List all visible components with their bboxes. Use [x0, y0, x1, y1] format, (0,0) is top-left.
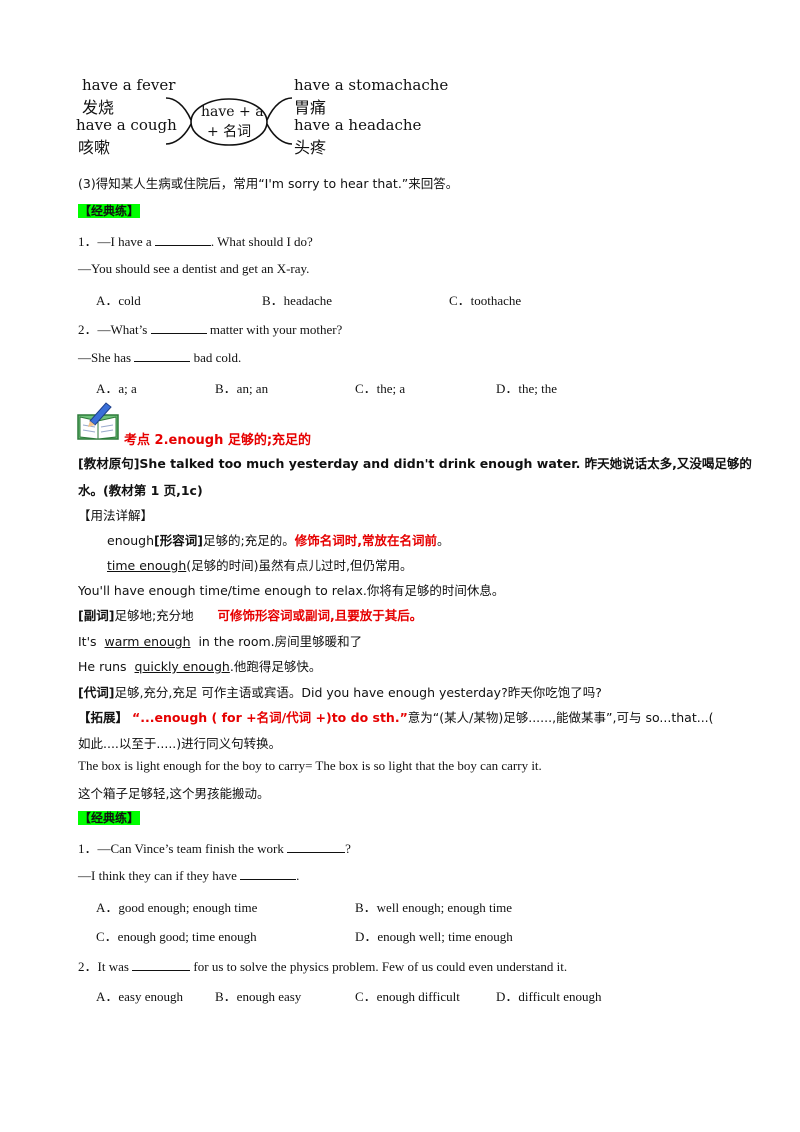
q1-line2: —You should see a dentist and get an X-r…	[78, 261, 310, 276]
q3-option-c: C．enough good; time enough	[96, 929, 257, 944]
q2-option-c: C．the; a	[355, 381, 406, 396]
book-pencil-icon	[76, 401, 122, 441]
q2-option-d: D．the; the	[496, 381, 558, 396]
extension-line-1: 【拓展】 “...enough ( for +名词/代词 +)to do sth…	[78, 710, 714, 725]
q1-blank	[154, 233, 211, 246]
usage-label: 【用法详解】	[78, 508, 154, 523]
q3-line2: —I think they can if they have .	[78, 867, 300, 883]
q3-option-d: D．enough well; time enough	[355, 929, 513, 944]
pronoun-usage: [代词]足够,充分,充足 可作主语或宾语。Did you have enough…	[78, 685, 602, 700]
example-3: He runs quickly enough.他跑得足够快。	[78, 659, 322, 674]
source-line-1: [教材原句]She talked too much yesterday and …	[78, 456, 752, 471]
extension-line-2: 如此....以至于.....)进行同义句转换。	[78, 736, 282, 751]
q1-option-b: B．headache	[262, 293, 333, 308]
example-4-cn: 这个箱子足够轻,这个男孩能搬动。	[78, 786, 270, 801]
example-1: You'll have enough time/time enough to r…	[78, 583, 505, 598]
adjective-usage: enough[形容词]足够的;充足的。修饰名词时,常放在名词前。	[107, 533, 450, 548]
diagram-stomachache-cn: 胃痛	[294, 98, 327, 117]
q2-line1: 2．—What’s matter with your mother?	[78, 321, 343, 337]
have-noun-diagram: have a fever 发烧 have a cough 咳嗽 have + a…	[74, 70, 454, 160]
q2-blank-2	[134, 349, 191, 362]
q3-line1: 1．—Can Vince’s team finish the work ?	[78, 840, 351, 856]
q3-option-a: A．good enough; enough time	[96, 900, 258, 915]
diagram-stomachache-en: have a stomachache	[294, 76, 449, 94]
q1-option-c: C．toothache	[449, 293, 522, 308]
q3-blank-1	[287, 840, 346, 853]
diagram-center-line1: have + a	[201, 104, 264, 120]
diagram-fever-cn: 发烧	[82, 98, 115, 117]
q3-option-b: B．well enough; enough time	[355, 900, 513, 915]
practice-label-2: 【经典练】	[78, 811, 141, 825]
time-enough-note: time enough(足够的时间)虽然有点儿过时,但仍常用。	[107, 558, 413, 573]
example-2: It's warm enough in the room.房间里够暖和了	[78, 634, 363, 649]
q2-blank-1	[150, 321, 207, 334]
diagram-headache-en: have a headache	[294, 116, 422, 134]
q2-option-a: A．a; a	[96, 381, 137, 396]
note-3: (3)得知某人生病或住院后，常用“I'm sorry to hear that.…	[78, 176, 459, 191]
diagram-center-line2: + 名词	[207, 124, 252, 140]
diagram-lines	[165, 97, 293, 146]
diagram-headache-cn: 头疼	[294, 138, 327, 157]
q4-option-d: D．difficult enough	[496, 989, 602, 1004]
q4-option-b: B．enough easy	[215, 989, 302, 1004]
q2-option-b: B．an; an	[215, 381, 269, 396]
q4-option-a: A．easy enough	[96, 989, 184, 1004]
diagram-fever-en: have a fever	[82, 76, 176, 94]
adverb-usage: [副词]足够地;充分地 可修饰形容词或副词,且要放于其后。	[78, 608, 423, 623]
q4-blank	[132, 958, 191, 971]
q1-line1: 1．—I have a . What should I do?	[78, 233, 313, 249]
example-4: The box is light enough for the boy to c…	[78, 758, 542, 773]
q3-blank-2	[240, 867, 297, 880]
q4-option-c: C．enough difficult	[355, 989, 460, 1004]
diagram-cough-en: have a cough	[76, 116, 177, 134]
source-line-2: 水。(教材第 1 页,1c)	[78, 483, 203, 498]
q2-line2: —She has bad cold.	[78, 349, 242, 365]
diagram-cough-cn: 咳嗽	[78, 138, 111, 157]
practice-label-1: 【经典练】	[78, 204, 141, 218]
q4-line1: 2．It was for us to solve the physics pro…	[78, 958, 568, 974]
section-2-title: 考点 2.enough 足够的;充足的	[124, 433, 312, 448]
q1-option-a: A．cold	[96, 293, 141, 308]
